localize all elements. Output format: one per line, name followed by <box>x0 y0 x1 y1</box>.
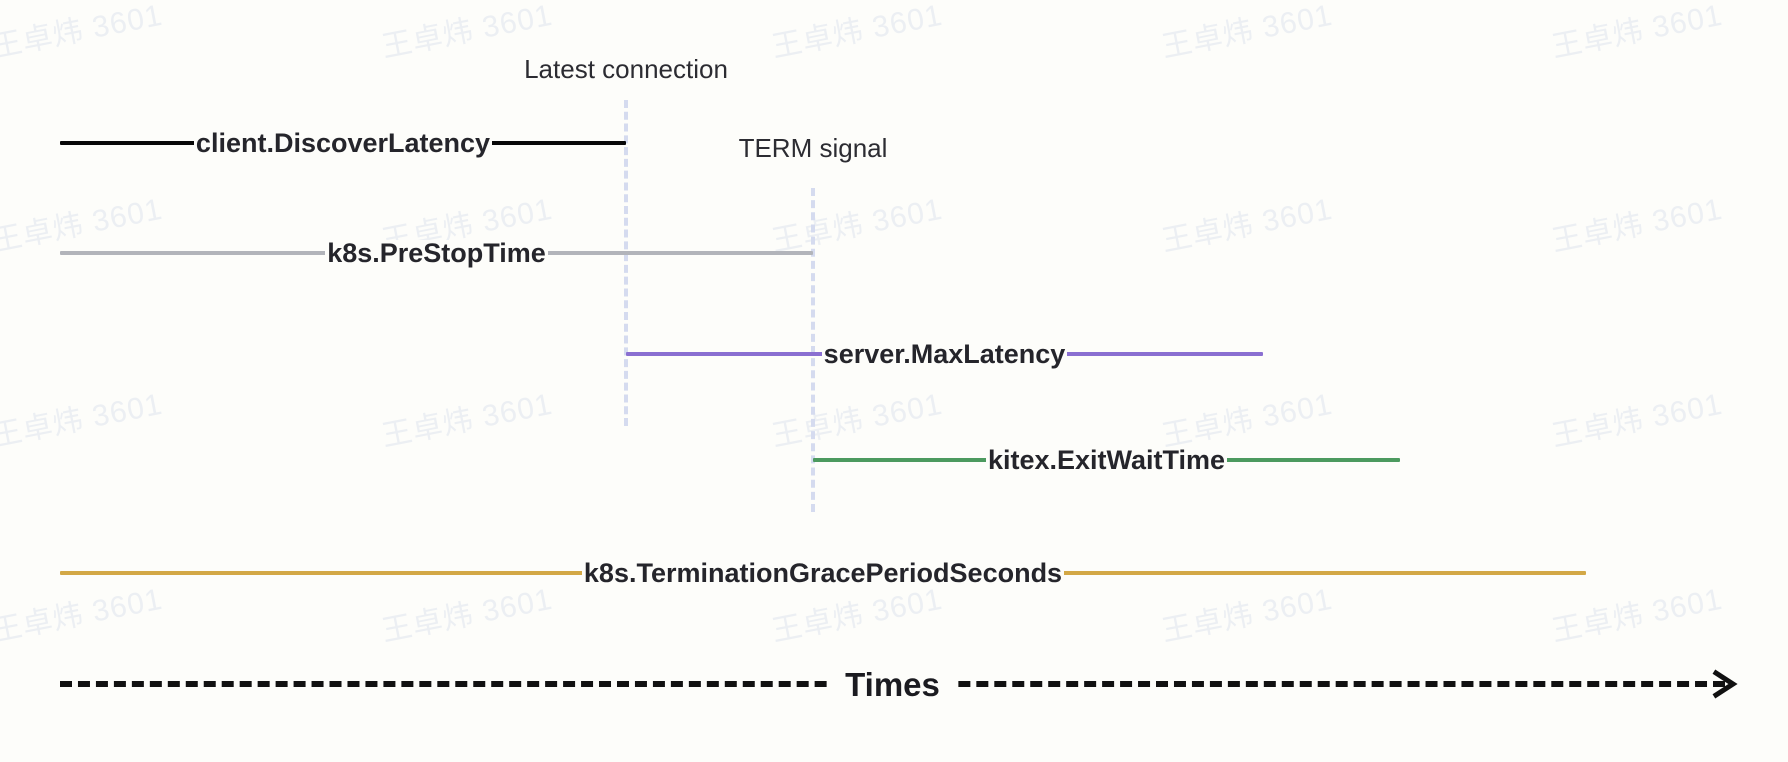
bar-label-kitex-exit-wait-time: kitex.ExitWaitTime <box>985 444 1228 475</box>
watermark-text: 王卓炜 3601 <box>769 0 946 65</box>
marker-line-latest-connection <box>624 100 628 426</box>
timeline-bar-server-max-latency: server.MaxLatency <box>626 334 1263 374</box>
watermark-text: 王卓炜 3601 <box>379 387 556 454</box>
watermark-text: 王卓炜 3601 <box>0 0 166 65</box>
timeline-bar-k8s-prestop-time: k8s.PreStopTime <box>60 233 813 273</box>
timeline-bar-client-discover-latency: client.DiscoverLatency <box>60 123 626 163</box>
watermark-text: 王卓炜 3601 <box>1159 0 1336 65</box>
time-axis: Times <box>60 662 1738 706</box>
marker-label-latest-connection: Latest connection <box>524 54 728 84</box>
marker-line-term-signal <box>811 188 815 512</box>
bar-label-k8s-prestop-time: k8s.PreStopTime <box>325 237 548 268</box>
timeline-bar-k8s-termination-grace-period-seconds: k8s.TerminationGracePeriodSeconds <box>60 553 1586 593</box>
watermark-text: 王卓炜 3601 <box>1549 387 1726 454</box>
arrow-right-icon <box>1712 669 1738 699</box>
watermark-text: 王卓炜 3601 <box>0 387 166 454</box>
marker-label-term-signal: TERM signal <box>738 133 888 163</box>
bar-label-server-max-latency: server.MaxLatency <box>821 338 1068 369</box>
time-axis-label: Times <box>831 667 954 701</box>
timeline-bar-kitex-exit-wait-time: kitex.ExitWaitTime <box>813 440 1400 480</box>
bar-label-client-discover-latency: client.DiscoverLatency <box>193 127 493 158</box>
watermark-text: 王卓炜 3601 <box>1159 192 1336 259</box>
bar-label-k8s-termination-grace-period-seconds: k8s.TerminationGracePeriodSeconds <box>581 557 1065 588</box>
watermark-text: 王卓炜 3601 <box>1549 0 1726 65</box>
watermark-text: 王卓炜 3601 <box>1549 192 1726 259</box>
